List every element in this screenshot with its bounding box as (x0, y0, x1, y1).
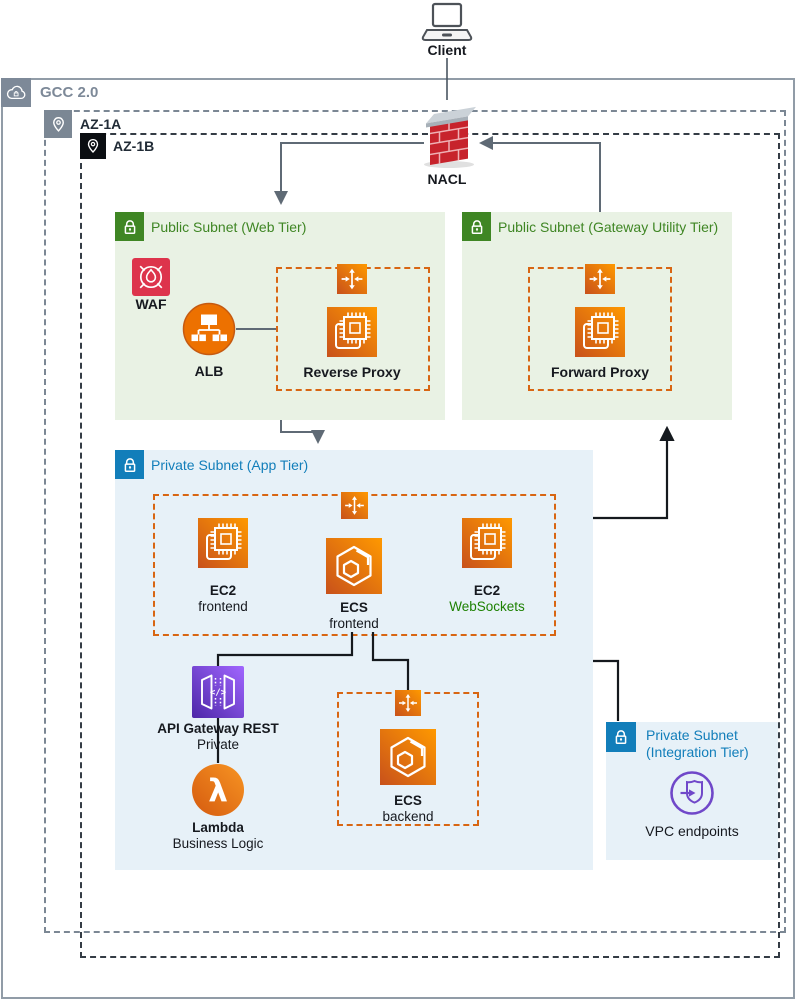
laptop-icon (420, 2, 474, 44)
ec2-instances-icon (575, 307, 625, 357)
api-gateway-subtitle: Private (196, 737, 240, 752)
lambda-subtitle: Business Logic (172, 836, 264, 851)
location-pin-icon (80, 133, 106, 159)
az-1b-label: AZ-1B (113, 138, 155, 154)
lock-icon (115, 212, 144, 241)
svg-text:</>: </> (210, 688, 227, 698)
ecs-backend-title: ECS (394, 793, 422, 808)
app-tier-subnet-title: Private Subnet (App Tier) (151, 457, 309, 473)
firewall-brick-icon (420, 97, 478, 171)
az-1a-boundary (44, 110, 786, 933)
client-label: Client (427, 42, 467, 58)
auto-scaling-icon (341, 492, 368, 519)
api-gateway-icon: </> (192, 666, 244, 718)
ec2-instances-icon (198, 518, 248, 568)
ec2-instances-icon (327, 307, 377, 357)
nacl-label: NACL (427, 171, 467, 187)
auto-scaling-icon (395, 690, 421, 716)
gcc-label: GCC 2.0 (40, 84, 99, 101)
ec2-websockets-subtitle: WebSockets (449, 599, 525, 614)
load-balancer-icon (182, 302, 236, 356)
auto-scaling-icon (337, 264, 367, 294)
forward-proxy-label: Forward Proxy (550, 364, 650, 380)
location-pin-icon (44, 110, 72, 138)
web-tier-subnet-title: Public Subnet (Web Tier) (151, 219, 307, 235)
cloud-icon (1, 78, 31, 107)
ecs-icon (380, 729, 436, 785)
lock-icon (115, 450, 144, 479)
ecs-icon (326, 538, 382, 594)
ec2-frontend-label: EC2 frontend (173, 583, 273, 615)
api-gateway-title: API Gateway REST (157, 721, 279, 736)
ec2-frontend-title: EC2 (209, 583, 237, 598)
ecs-backend-label: ECS backend (358, 793, 458, 825)
lambda-label: Lambda Business Logic (143, 820, 293, 852)
ec2-frontend-subtitle: frontend (198, 599, 248, 614)
reverse-proxy-label: Reverse Proxy (303, 364, 401, 380)
lambda-title: Lambda (192, 820, 244, 835)
gateway-tier-subnet-title: Public Subnet (Gateway Utility Tier) (498, 219, 719, 235)
vpc-endpoints-icon (669, 770, 715, 816)
api-gateway-label: API Gateway REST Private (143, 721, 293, 753)
alb-label: ALB (194, 363, 224, 379)
ecs-frontend-title: ECS (340, 600, 368, 615)
ec2-instances-icon (462, 518, 512, 568)
ecs-backend-subtitle: backend (382, 809, 434, 824)
svg-text:λ: λ (208, 773, 228, 809)
gcc-boundary (1, 78, 795, 999)
integration-tier-subnet-title: Private Subnet (Integration Tier) (646, 727, 749, 761)
lock-icon (462, 212, 491, 241)
waf-label: WAF (135, 296, 167, 312)
az-1a-label: AZ-1A (80, 116, 122, 132)
vpc-endpoints-label: VPC endpoints (645, 823, 739, 839)
lambda-icon: λ (191, 763, 245, 817)
ecs-frontend-subtitle: frontend (329, 616, 379, 631)
integration-title-line2: (Integration Tier) (646, 744, 749, 760)
lock-icon (606, 722, 636, 752)
auto-scaling-icon (585, 264, 615, 294)
ecs-frontend-label: ECS frontend (304, 600, 404, 632)
waf-icon (132, 258, 170, 296)
ec2-websockets-title: EC2 (473, 583, 501, 598)
ec2-websockets-label: EC2 WebSockets (437, 583, 537, 615)
web-tier-subnet (115, 212, 445, 420)
integration-title-line1: Private Subnet (646, 727, 738, 743)
